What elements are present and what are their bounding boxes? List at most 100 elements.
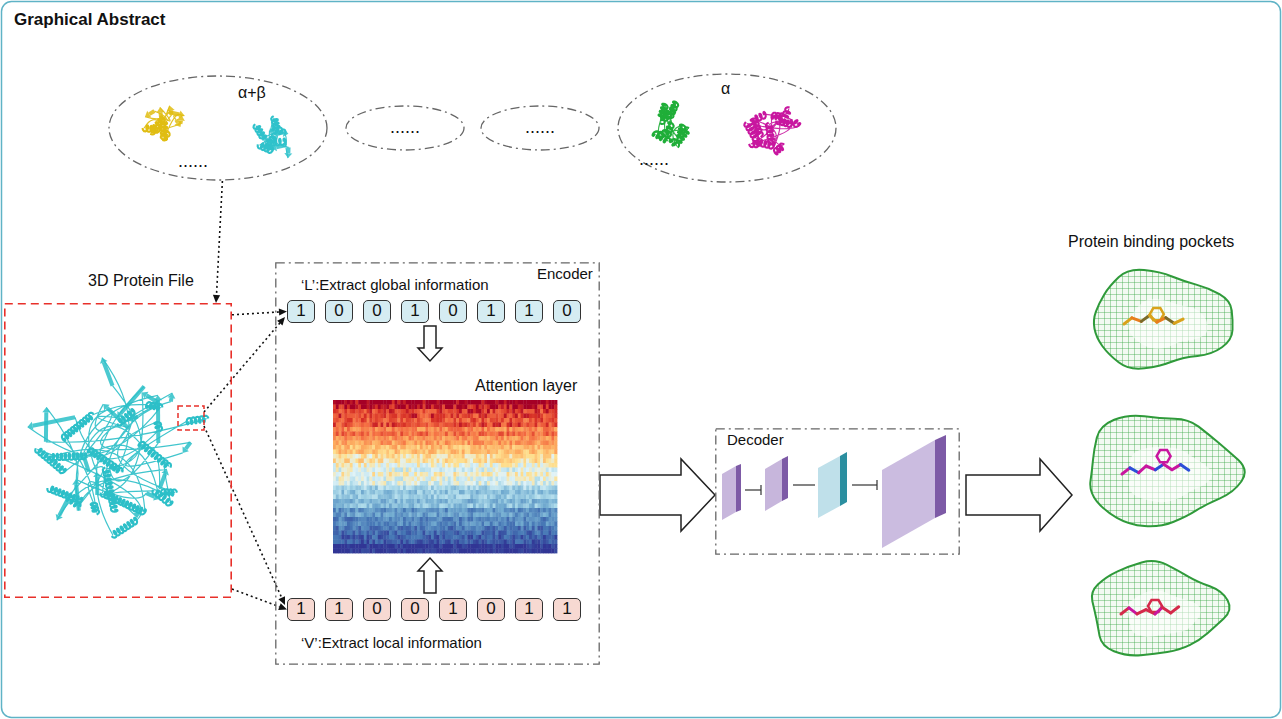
heatmap-cell (481, 418, 484, 423)
heatmap-cell (451, 409, 454, 414)
heatmap-cell (543, 450, 546, 455)
heatmap-cell (549, 454, 552, 459)
heatmap-cell (428, 490, 431, 495)
heatmap-cell (493, 468, 496, 473)
heatmap-cell (501, 445, 504, 450)
heatmap-cell (425, 477, 428, 482)
heatmap-cell (355, 472, 358, 477)
heatmap-cell (406, 414, 409, 419)
heatmap-cell (411, 495, 414, 500)
heatmap-cell (462, 436, 465, 441)
heatmap-cell (378, 441, 381, 446)
heatmap-cell (493, 436, 496, 441)
heatmap-cell (526, 477, 529, 482)
heatmap-cell (375, 427, 378, 432)
heatmap-cell (512, 423, 515, 428)
heatmap-cell (493, 441, 496, 446)
heatmap-cell (414, 463, 417, 468)
heatmap-cell (448, 409, 451, 414)
heatmap-cell (372, 477, 375, 482)
heatmap-cell (392, 468, 395, 473)
heatmap-cell (389, 405, 392, 410)
heatmap-cell (361, 490, 364, 495)
heatmap-cell (341, 472, 344, 477)
heatmap-cell (364, 405, 367, 410)
heatmap-cell (369, 405, 372, 410)
beta-strand-head (142, 392, 148, 399)
heatmap-cell (481, 414, 484, 419)
heatmap-cell (529, 441, 532, 446)
heatmap-cell (409, 499, 412, 504)
beta-strand (135, 507, 139, 513)
heatmap-cell (484, 427, 487, 432)
heatmap-cell (551, 405, 554, 410)
heatmap-cell (535, 454, 538, 459)
heatmap-cell (336, 441, 339, 446)
heatmap-cell (420, 495, 423, 500)
heatmap-cell (339, 486, 342, 491)
heatmap-cell (507, 405, 510, 410)
heatmap-cell (431, 459, 434, 464)
heatmap-cell (437, 477, 440, 482)
heatmap-cell (350, 504, 353, 509)
heatmap-cell (353, 418, 356, 423)
heatmap-cell (403, 441, 406, 446)
heatmap-cell (347, 495, 350, 500)
heatmap-cell (507, 486, 510, 491)
heatmap-cell (504, 454, 507, 459)
heatmap-cell (473, 499, 476, 504)
heatmap-cell (509, 472, 512, 477)
heatmap-cell (341, 427, 344, 432)
heatmap-cell (358, 459, 361, 464)
heatmap-cell (487, 427, 490, 432)
heatmap-cell (414, 450, 417, 455)
heatmap-cell (403, 400, 406, 405)
heatmap-cell (442, 504, 445, 509)
heatmap-cell (459, 423, 462, 428)
heatmap-cell (395, 481, 398, 486)
heatmap-cell (462, 490, 465, 495)
heatmap-cell (470, 423, 473, 428)
heatmap-cell (487, 441, 490, 446)
heatmap-cell (367, 409, 370, 414)
heatmap-cell (369, 477, 372, 482)
alpha-helix (766, 123, 775, 144)
heatmap-cell (336, 468, 339, 473)
heatmap-cell (417, 468, 420, 473)
heatmap-cell (333, 405, 336, 410)
heatmap-cell (535, 432, 538, 437)
heatmap-cell (442, 427, 445, 432)
heatmap-cell (372, 432, 375, 437)
heatmap-cell (347, 486, 350, 491)
heatmap-cell (409, 459, 412, 464)
heatmap-cell (381, 436, 384, 441)
heatmap-cell (339, 418, 342, 423)
heatmap-cell (487, 472, 490, 477)
heatmap-cell (361, 418, 364, 423)
heatmap-cell (350, 418, 353, 423)
heatmap-cell (425, 414, 428, 419)
heatmap-cell (333, 486, 336, 491)
heatmap-cell (498, 499, 501, 504)
heatmap-cell (409, 409, 412, 414)
heatmap-cell (445, 405, 448, 410)
heatmap-cell (383, 459, 386, 464)
heatmap-cell (434, 486, 437, 491)
heatmap-cell (470, 495, 473, 500)
heatmap-cell (333, 427, 336, 432)
heatmap-cell (400, 459, 403, 464)
heatmap-cell (495, 441, 498, 446)
heatmap-cell (540, 405, 543, 410)
heatmap-cell (532, 459, 535, 464)
beta-strand-head (72, 479, 80, 484)
heatmap-cell (462, 499, 465, 504)
heatmap-cell (535, 400, 538, 405)
heatmap-cell (395, 472, 398, 477)
heatmap-cell (456, 409, 459, 414)
heatmap-cell (521, 490, 524, 495)
heatmap-cell (395, 414, 398, 419)
heatmap-cell (420, 481, 423, 486)
heatmap-cell (546, 423, 549, 428)
heatmap-cell (448, 495, 451, 500)
